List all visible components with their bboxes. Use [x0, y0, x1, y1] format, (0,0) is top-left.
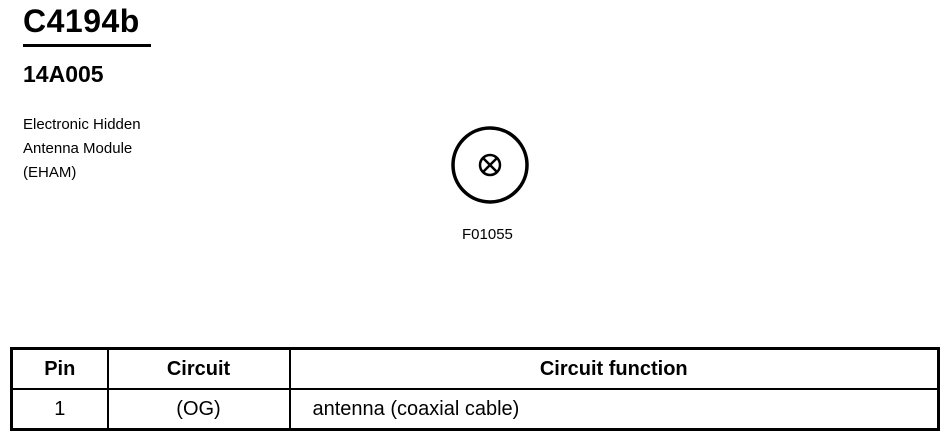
table-header-row: Pin Circuit Circuit function — [10, 347, 940, 390]
connector-id: C4194b — [23, 3, 140, 39]
description-line: Electronic Hidden — [23, 116, 141, 133]
cell-pin: 1 — [10, 388, 109, 431]
table-row: 1 (OG) antenna (coaxial cable) — [10, 388, 940, 431]
terminal-cross — [482, 157, 498, 173]
figure-id: F01055 — [462, 226, 513, 243]
description-line: Antenna Module — [23, 140, 133, 157]
coaxial-terminal-icon — [451, 126, 529, 204]
header-circuit-function: Circuit function — [288, 347, 940, 390]
connector-description: Electronic Hidden Antenna Module (EHAM) — [23, 113, 141, 185]
pin-table: Pin Circuit Circuit function 1 (OG) ante… — [10, 347, 940, 431]
cell-circuit: (OG) — [106, 388, 291, 431]
header-circuit: Circuit — [106, 347, 291, 390]
part-number: 14A005 — [23, 61, 104, 87]
cell-circuit-function: antenna (coaxial cable) — [288, 388, 940, 431]
connector-id-underline — [23, 44, 151, 47]
terminal-circle — [478, 153, 502, 177]
header-pin: Pin — [10, 347, 109, 390]
connector-outline — [451, 126, 529, 204]
description-line: (EHAM) — [23, 164, 77, 181]
